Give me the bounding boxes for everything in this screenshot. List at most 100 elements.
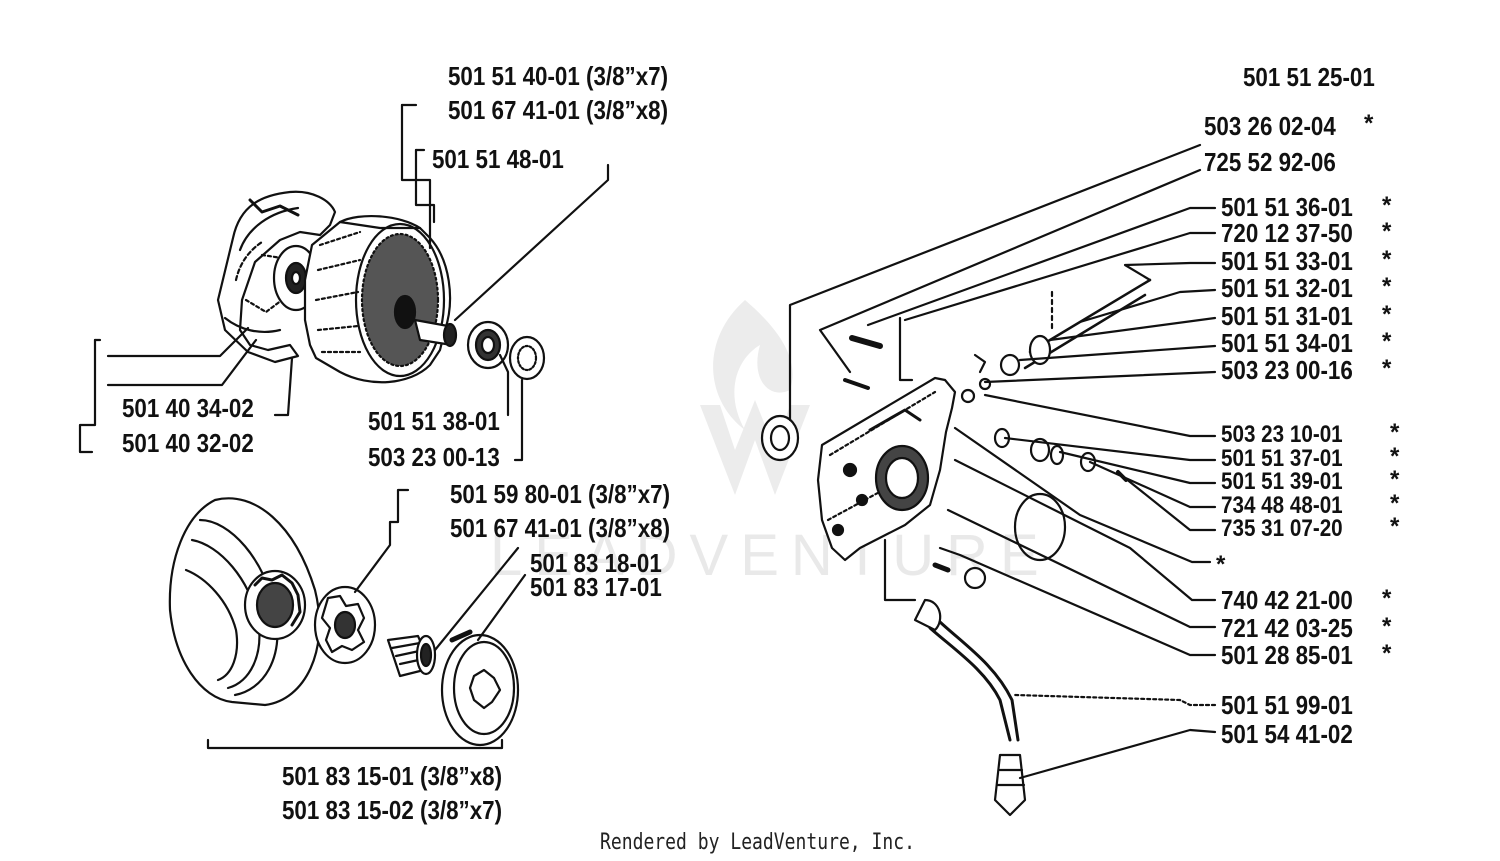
label-pump-12: 501 51 39-01	[1221, 468, 1343, 495]
leader-seal	[788, 143, 1202, 422]
label-needle-a: 501 83 18-01	[530, 548, 662, 578]
label-bearing: 501 51 38-01	[368, 406, 500, 436]
label-pump-19: 501 51 99-01	[1221, 690, 1353, 720]
label-pump-6: 501 51 32-01	[1221, 273, 1353, 303]
clutch-drum-drawing	[303, 214, 452, 384]
bearing-drawing	[466, 320, 510, 370]
leader-48	[1088, 460, 1217, 509]
label-pump-3: 501 51 36-01	[1221, 192, 1353, 222]
bracket-cover	[78, 338, 97, 454]
leader-cover-c	[273, 356, 294, 417]
leader-36	[866, 206, 1217, 327]
leader-bearing	[498, 353, 510, 417]
star-pump-1: *	[1364, 110, 1374, 137]
label-washer: 503 23 00-13	[368, 442, 500, 472]
pump-plunger-drawing	[960, 278, 1152, 404]
label-pump-8: 501 51 34-01	[1221, 328, 1353, 358]
pump-screws-drawing	[843, 316, 914, 390]
leader-star	[953, 426, 1212, 564]
leader-10	[983, 393, 1217, 438]
label-clutch-cover-b: 501 40 32-02	[122, 428, 254, 458]
leader-37-50	[903, 231, 1217, 322]
leader-07	[1123, 476, 1217, 532]
leader-shoe	[414, 148, 436, 224]
bracket-kit	[206, 738, 504, 750]
label-pump-11: 501 51 37-01	[1221, 445, 1343, 472]
label-pump-0: 501 51 25-01	[1243, 62, 1375, 92]
pump-screw-nut-drawing	[932, 562, 987, 590]
clutch-shaft-drawing	[413, 318, 458, 348]
footer-credit: Rendered by LeadVenture, Inc.	[600, 830, 915, 855]
label-kit-7: 501 83 15-02 (3/8”x7)	[282, 795, 503, 825]
star-pump-18: *	[1382, 640, 1392, 667]
star-pump-11: *	[1390, 443, 1400, 470]
leader-cover-a	[106, 326, 250, 358]
label-pump-4: 720 12 37-50	[1221, 218, 1353, 248]
needle-bearing-drawing	[386, 634, 437, 678]
leader-34	[1018, 344, 1217, 362]
label-clutch-drum-8: 501 67 41-01 (3/8”x8)	[448, 95, 669, 125]
leader-39	[1058, 450, 1217, 485]
star-pump-10: *	[1390, 419, 1400, 446]
label-pump-1: 503 26 02-04	[1204, 111, 1336, 141]
star-pump-14: *	[1390, 513, 1400, 540]
leader-16	[983, 370, 1217, 384]
leader-cover-b	[106, 338, 258, 387]
label-pump-18: 501 28 85-01	[1221, 640, 1353, 670]
leader-03	[946, 508, 1217, 629]
leader-washer	[513, 378, 524, 462]
leader-99	[1013, 693, 1217, 707]
oil-seal-drawing	[760, 414, 800, 462]
star-pump-16: *	[1382, 585, 1392, 612]
leader-spur	[353, 488, 410, 594]
star-pump-15: *	[1216, 551, 1226, 578]
leader-hose-top	[883, 538, 917, 602]
pump-housing-drawing	[816, 376, 957, 562]
oil-hose-drawing	[913, 598, 1027, 817]
leader-needle-a	[433, 546, 520, 652]
label-pump-2: 725 52 92-06	[1204, 147, 1336, 177]
leader-33	[1123, 261, 1217, 282]
label-pump-10: 503 23 10-01	[1221, 421, 1343, 448]
label-pump-7: 501 51 31-01	[1221, 301, 1353, 331]
spur-sprocket-drawing	[313, 585, 377, 665]
star-pump-5: *	[1382, 246, 1392, 273]
star-pump-13: *	[1390, 490, 1400, 517]
sprocket-washer-drawing	[440, 629, 520, 747]
leader-32	[1078, 288, 1217, 324]
washer-drawing	[508, 335, 546, 381]
leader-21	[953, 458, 1217, 602]
leader-screw	[818, 168, 1202, 374]
leader-85	[938, 546, 1217, 657]
star-pump-17: *	[1382, 613, 1392, 640]
star-pump-8: *	[1382, 328, 1392, 355]
star-pump-4: *	[1382, 218, 1392, 245]
label-kit-8: 501 83 15-01 (3/8”x8)	[282, 761, 503, 791]
leader-shaft	[453, 163, 610, 322]
leader-needle-b	[476, 573, 527, 642]
label-clutch-drum-7: 501 51 40-01 (3/8”x7)	[448, 61, 669, 91]
label-pump-20: 501 54 41-02	[1221, 719, 1353, 749]
leader-41	[1018, 728, 1217, 780]
pump-small-parts-drawing	[993, 427, 1128, 482]
label-spur-7: 501 59 80-01 (3/8”x7)	[450, 479, 671, 509]
label-pump-17: 721 42 03-25	[1221, 613, 1353, 643]
label-pump-14: 735 31 07-20	[1221, 515, 1343, 542]
leader-31	[1048, 316, 1217, 342]
label-pump-13: 734 48 48-01	[1221, 492, 1343, 519]
star-pump-3: *	[1382, 192, 1392, 219]
watermark-logo	[700, 300, 810, 495]
star-pump-9: *	[1382, 355, 1392, 382]
label-pump-9: 503 23 00-16	[1221, 355, 1353, 385]
star-pump-6: *	[1382, 273, 1392, 300]
label-spur-8: 501 67 41-01 (3/8”x8)	[450, 513, 671, 543]
label-pump-5: 501 51 33-01	[1221, 246, 1353, 276]
label-clutch-cover-a: 501 40 34-02	[122, 393, 254, 423]
leader-37	[1003, 436, 1217, 462]
star-pump-12: *	[1390, 466, 1400, 493]
label-clutch-shoe: 501 51 48-01	[432, 144, 564, 174]
watermark-text: LEADVENTURE	[490, 523, 1051, 588]
label-needle-b: 501 83 17-01	[530, 572, 662, 602]
